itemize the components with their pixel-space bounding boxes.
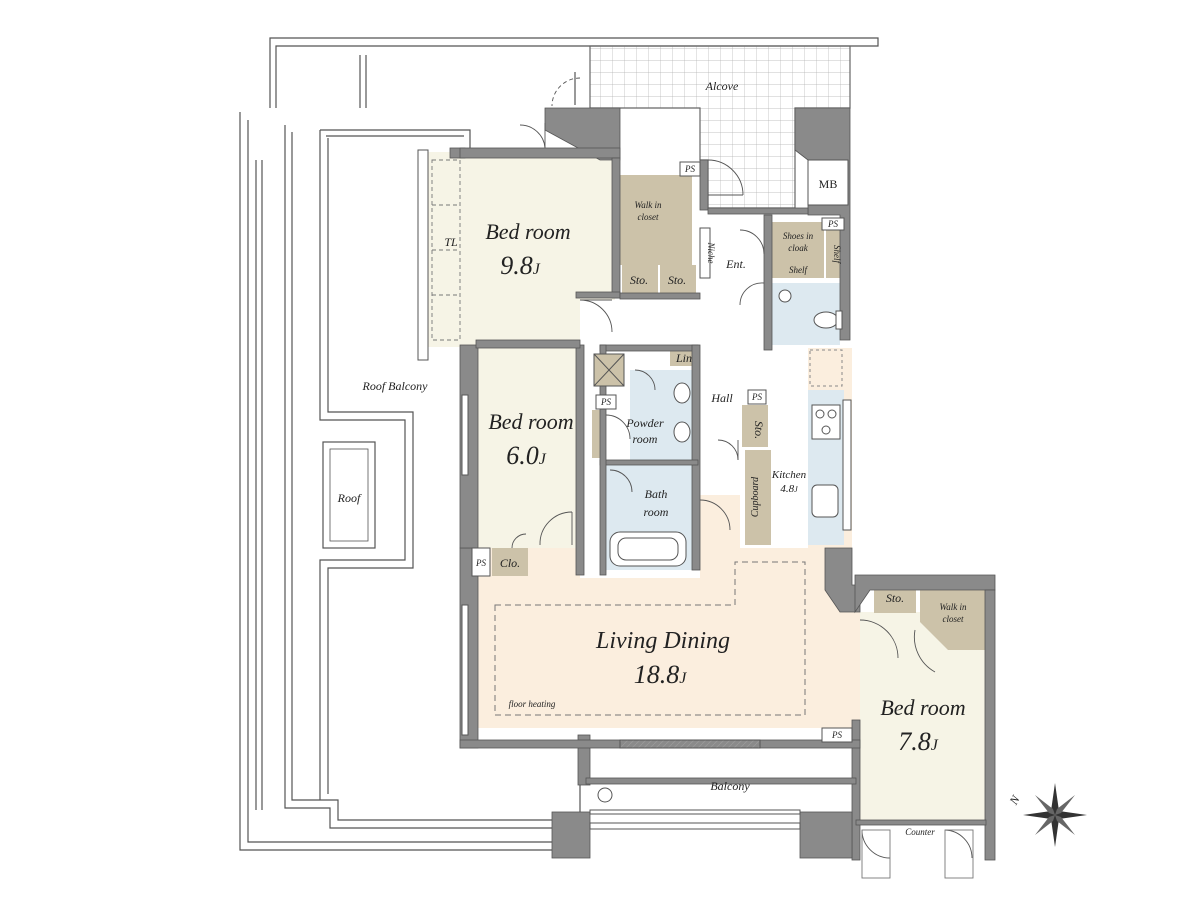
shelf-label-2: Shelf <box>832 245 842 264</box>
shelf-label-1: Shelf <box>789 265 808 275</box>
bedroom-1-name: Bed room <box>485 219 570 244</box>
ps-label-3: PS <box>600 397 611 407</box>
bedroom-3-name: Bed room <box>880 695 965 720</box>
fixtures <box>471 159 853 803</box>
lin-label: Lin <box>675 351 692 365</box>
powder-room-line1: Powder <box>625 416 664 430</box>
ps-label-1: PS <box>684 164 695 174</box>
north-label: N <box>1006 792 1023 808</box>
kitchen-size: 4.8J <box>780 483 798 495</box>
walkin-closet-2-line1: Walk in <box>940 602 967 612</box>
ps-label-2: PS <box>827 219 838 229</box>
sto-label-1: Sto. <box>630 273 648 287</box>
sto-label-hall: Sto. <box>752 421 766 439</box>
alcove-label: Alcove <box>705 79 739 93</box>
tl-closet <box>431 159 461 341</box>
niche-label: Niche <box>706 242 716 264</box>
walkin-closet-1-line1: Walk in <box>635 200 662 210</box>
bedroom-1-size: 9.8J <box>500 251 541 280</box>
ps-label-5: PS <box>475 558 486 568</box>
bath-room-line2: room <box>644 505 669 519</box>
clo-label: Clo. <box>500 556 520 570</box>
bedroom-3-size: 7.8J <box>898 727 939 756</box>
sto-label-bed3: Sto. <box>886 591 904 605</box>
entrance-label: Ent. <box>725 257 746 271</box>
walkin-closet-1-line2: closet <box>638 212 659 222</box>
shoes-cloak-line2: cloak <box>788 243 808 253</box>
tl-label: TL <box>444 235 458 249</box>
cupboard-label: Cupboard <box>750 476 761 517</box>
bath-room-line1: Bath <box>645 487 668 501</box>
kitchen-name: Kitchen <box>771 469 807 481</box>
windows <box>417 149 852 830</box>
balcony-label: Balcony <box>710 779 750 793</box>
roof-balcony-outline <box>239 37 879 851</box>
doors <box>511 77 974 879</box>
sto-label-2: Sto. <box>668 273 686 287</box>
powder-room-line2: room <box>633 432 658 446</box>
floor-heating-boundary <box>494 561 806 716</box>
ps-label-6: PS <box>831 730 842 740</box>
ps-label-4: PS <box>751 392 762 402</box>
compass-icon <box>1023 783 1087 847</box>
living-dining-size: 18.8J <box>634 660 688 689</box>
bedroom-2-name: Bed room <box>488 409 573 434</box>
shoes-cloak-line1: Shoes in <box>783 231 814 241</box>
counter-label: Counter <box>905 827 935 837</box>
roof-block <box>322 441 376 549</box>
hall-label: Hall <box>710 391 733 405</box>
bedroom-2-size: 6.0J <box>506 441 547 470</box>
fridge-space <box>809 349 843 387</box>
living-dining-name: Living Dining <box>595 628 730 654</box>
roof-label: Roof <box>337 491 362 505</box>
walkin-closet-2-line2: closet <box>943 614 964 624</box>
mb-label: MB <box>819 177 838 191</box>
floor-heating-label: floor heating <box>509 699 556 709</box>
roof-balcony-label: Roof Balcony <box>362 379 429 393</box>
